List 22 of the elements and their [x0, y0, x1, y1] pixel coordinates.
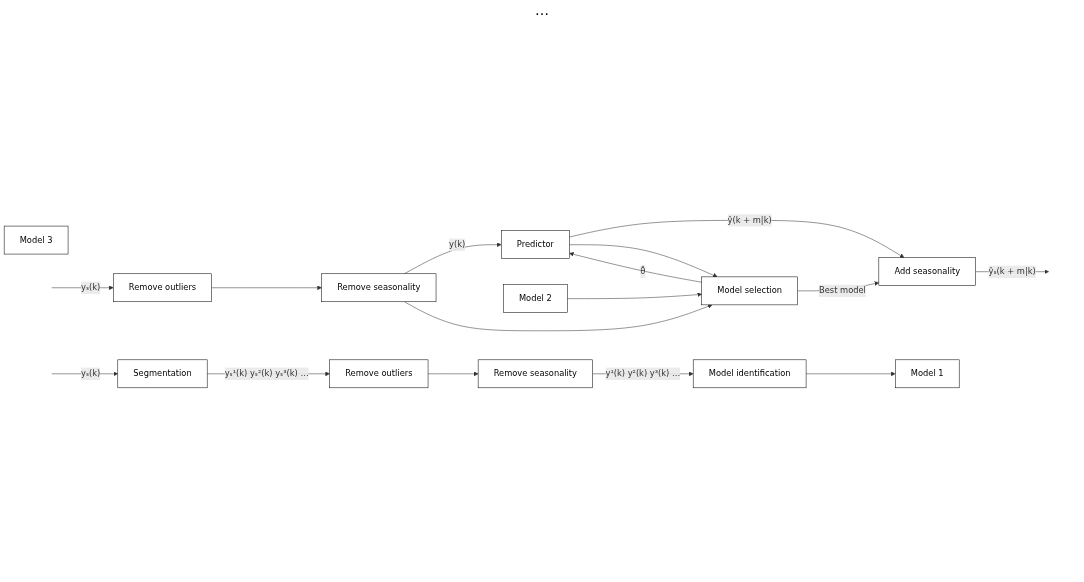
- node-box: Model identification: [692, 359, 807, 389]
- edge-label: Best model: [819, 285, 866, 296]
- node-box: Segmentation: [117, 359, 208, 389]
- edge-label: yₛ(k): [81, 282, 101, 293]
- node-box: Remove seasonality: [477, 359, 593, 389]
- edge-label: ŷₛ(k + m|k): [988, 266, 1036, 277]
- note-text: …: [535, 2, 549, 18]
- node-box: Predictor: [501, 230, 570, 259]
- edge-label: yₛ(k): [81, 368, 101, 379]
- edge-label: ŷ(k + m|k): [727, 215, 772, 226]
- edge-label: y(k): [449, 239, 466, 250]
- node-box: Remove seasonality: [321, 273, 437, 303]
- node-box: Remove outliers: [329, 359, 429, 389]
- node-box: Model 1: [895, 359, 960, 389]
- node-box: Model 2: [503, 284, 568, 313]
- node-box: Model selection: [701, 276, 798, 306]
- edge-label: θ̂: [640, 266, 646, 277]
- node-box: Model 3: [3, 225, 69, 255]
- edge-label: y¹(k) y²(k) y³(k) …: [605, 368, 681, 379]
- edge-label: yₛ¹(k) yₛ²(k) yₛ³(k) …: [224, 368, 309, 379]
- node-box: Remove outliers: [113, 273, 212, 303]
- node-box: Add seasonality: [878, 257, 976, 286]
